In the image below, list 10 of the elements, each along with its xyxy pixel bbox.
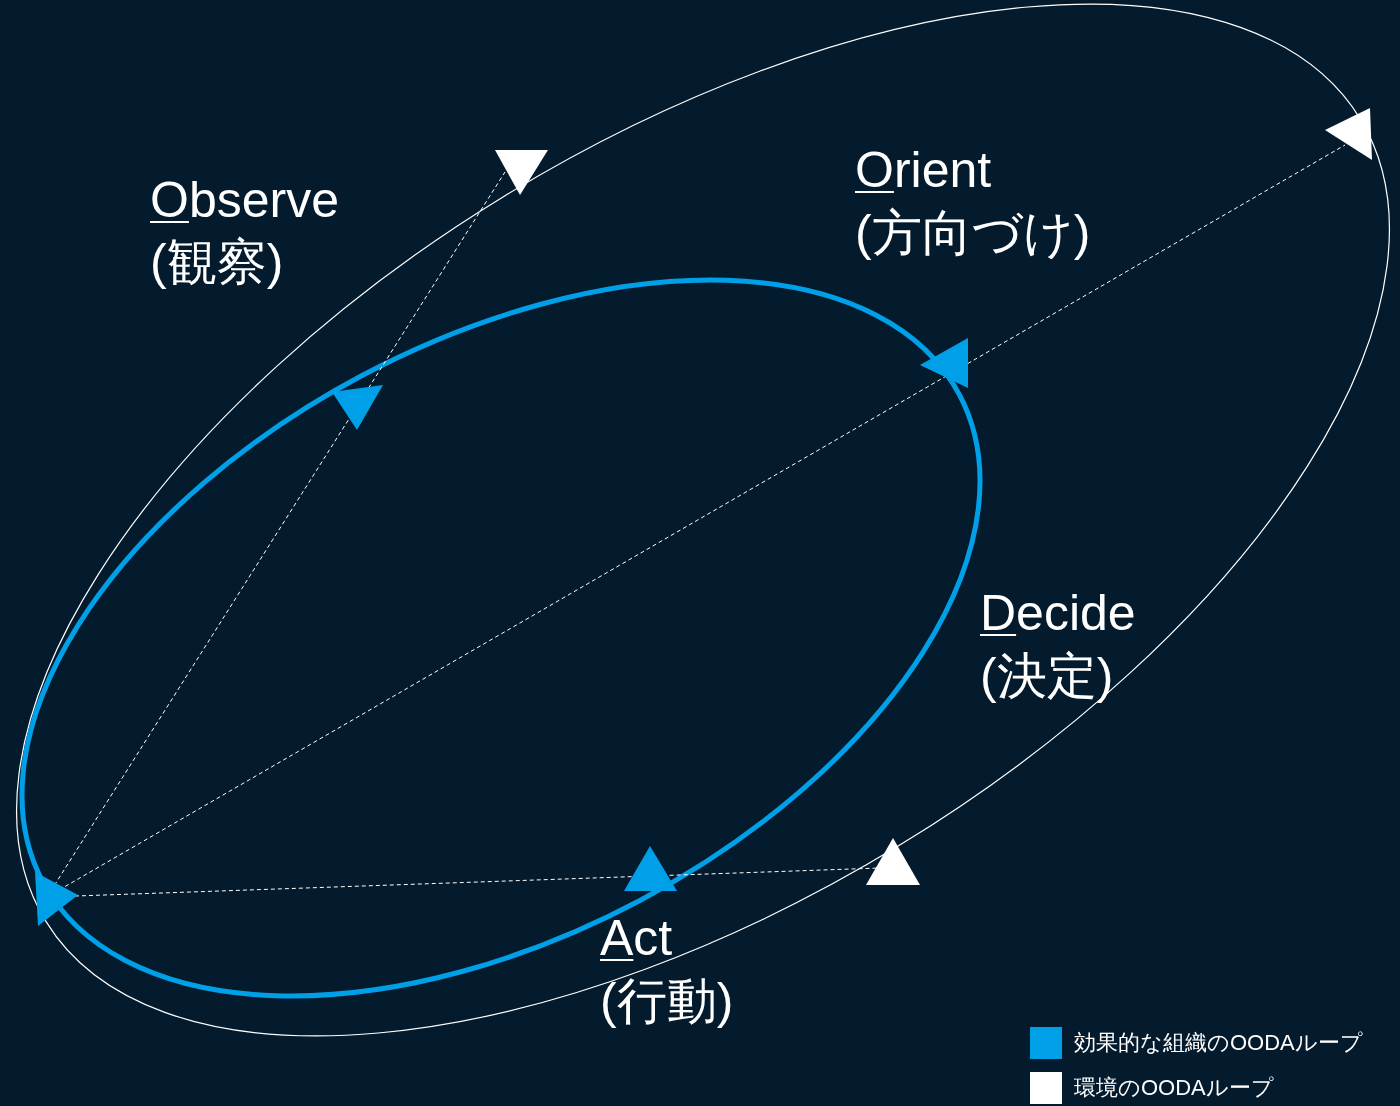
stage-translation: (決定) xyxy=(980,647,1114,706)
legend-label: 効果的な組織のOODAループ xyxy=(1074,1029,1363,1057)
stage-translation: (行動) xyxy=(600,972,734,1031)
stage-translation: (方向づけ) xyxy=(855,204,1091,263)
stage-name: Act xyxy=(600,909,673,968)
legend-label: 環境のOODAループ xyxy=(1074,1074,1274,1102)
stage-translation: (観察) xyxy=(150,233,284,292)
stage-name: Orient xyxy=(855,141,992,200)
stage-name: Decide xyxy=(980,584,1136,643)
stage-name: Observe xyxy=(150,171,339,230)
